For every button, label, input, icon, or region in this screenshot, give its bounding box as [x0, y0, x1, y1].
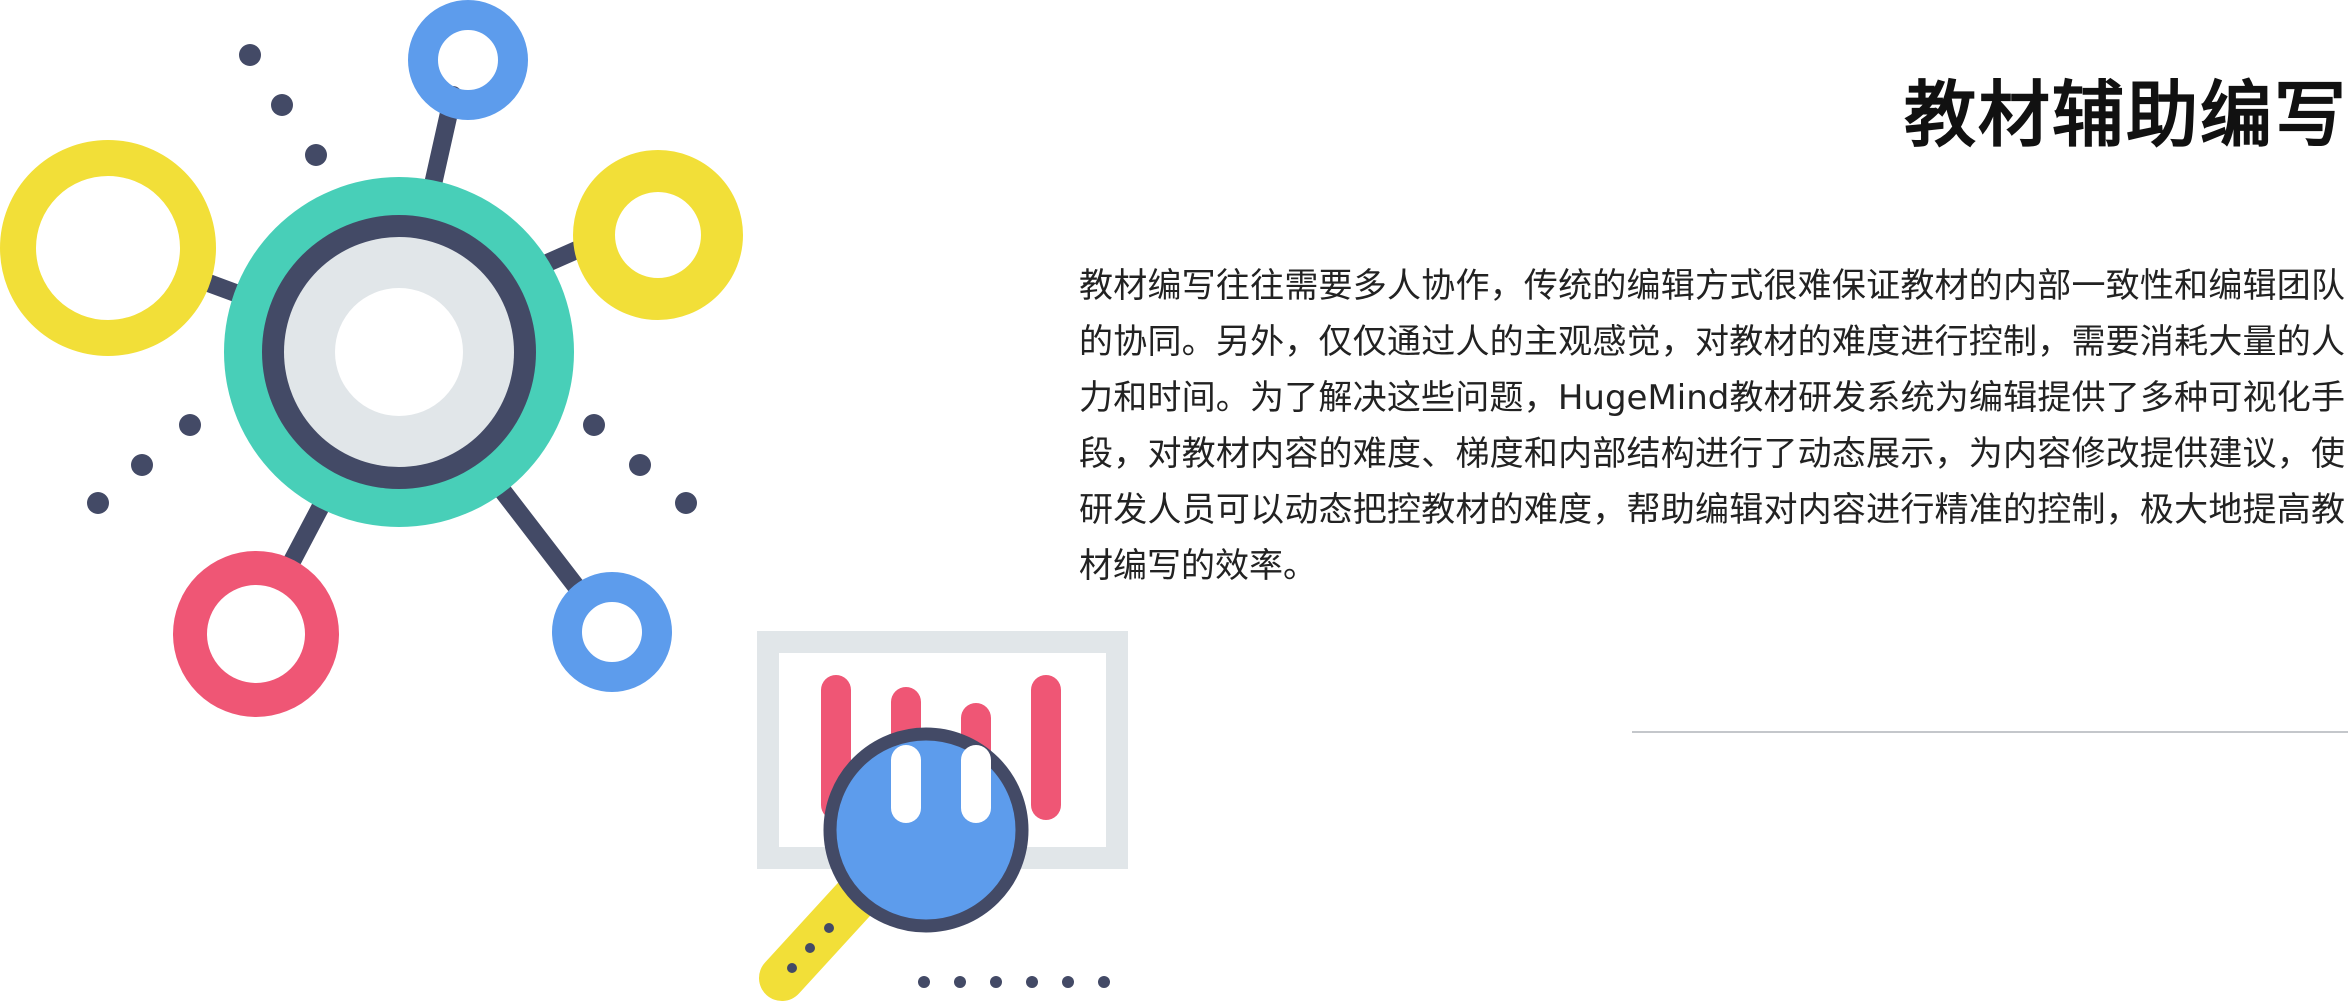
node-blue-bottom [552, 572, 672, 692]
dot [305, 144, 327, 166]
dot [629, 454, 651, 476]
dot [583, 414, 605, 436]
dot [675, 492, 697, 514]
dot [239, 44, 261, 66]
divider [1632, 731, 2348, 733]
handle-dot [805, 943, 815, 953]
dot [918, 976, 930, 988]
handle-dot [787, 963, 797, 973]
node-red [173, 551, 339, 717]
dot [87, 492, 109, 514]
dot [271, 94, 293, 116]
description-text: 教材编写往往需要多人协作，传统的编辑方式很难保证教材的内部一致性和编辑团队的协同… [1079, 266, 2345, 586]
page-title: 教材辅助编写 [1903, 73, 2348, 157]
magnifier-lens [823, 727, 1029, 933]
dot [131, 454, 153, 476]
hero-illustration [0, 0, 1128, 1001]
node-yellow-small [573, 150, 743, 320]
dot [990, 976, 1002, 988]
network-graph-icon [0, 0, 743, 717]
dot [179, 414, 201, 436]
dot [1098, 976, 1110, 988]
node-blue-top [408, 0, 528, 120]
magnifier-chart-icon [757, 631, 1128, 1001]
dot [954, 976, 966, 988]
dot [1062, 976, 1074, 988]
hub-center [335, 288, 463, 416]
node-yellow-large [0, 140, 216, 356]
handle-dot [824, 923, 834, 933]
dot [1026, 976, 1038, 988]
